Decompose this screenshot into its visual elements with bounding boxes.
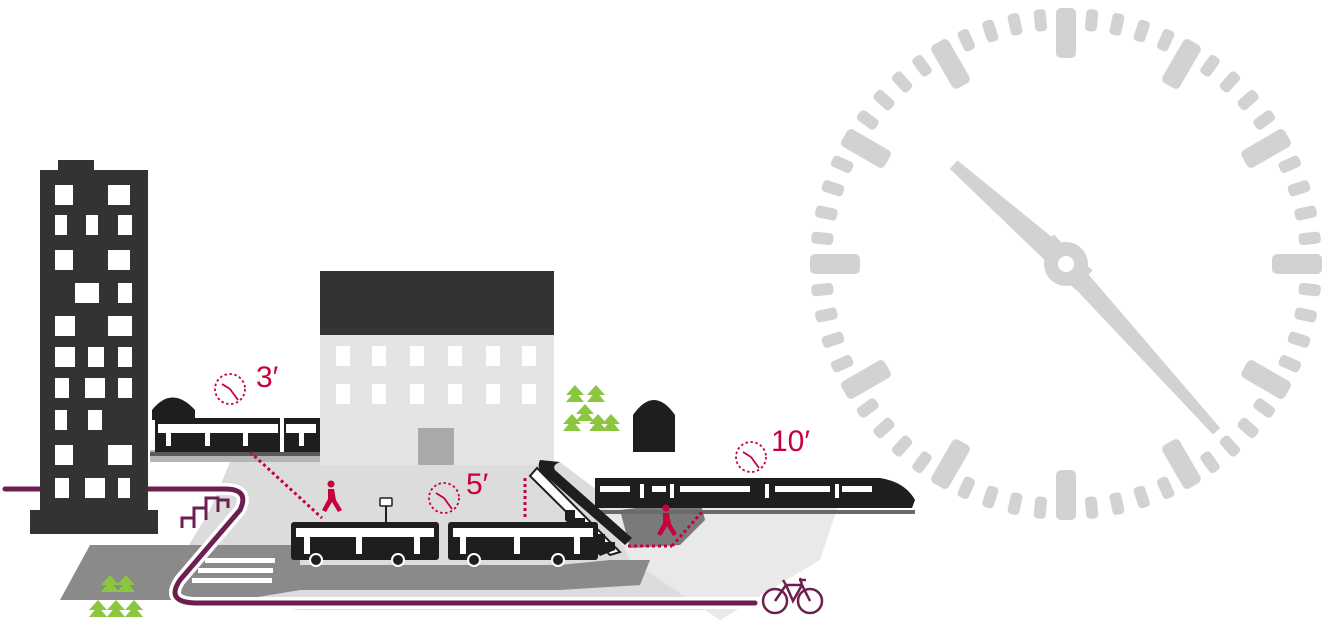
stopwatch-icon (215, 374, 245, 404)
clock-hour-mark (1056, 470, 1076, 520)
clock-minute-mark (956, 28, 976, 53)
clock-minute-mark (1199, 53, 1222, 78)
clock-hour-mark (810, 254, 860, 274)
clock-minute-mark (855, 109, 880, 132)
tunnel-icon (633, 400, 675, 452)
clock-minute-mark (1218, 434, 1242, 458)
clock-minute-mark (890, 70, 914, 94)
tunnel-icon (152, 398, 195, 421)
clock-minute-mark (1218, 70, 1242, 94)
stopwatch-icon (736, 442, 766, 472)
clock-minute-mark (1287, 331, 1312, 349)
bus-transfer-time: 5′ (466, 468, 489, 501)
town-house-icon (320, 271, 554, 465)
clock-minute-mark (1199, 450, 1222, 475)
clock-minute-mark (1033, 496, 1047, 519)
clock-minute-mark (1236, 88, 1260, 112)
clock-minute-mark (1252, 109, 1277, 132)
clock-minute-mark (911, 450, 934, 475)
clock-icon (810, 8, 1322, 520)
clock-hub-center (1058, 256, 1074, 272)
clock-minute-mark (1133, 19, 1151, 44)
clock-minute-mark (911, 53, 934, 78)
clock-hour-mark (1056, 8, 1076, 58)
clock-minute-mark (1007, 12, 1023, 36)
clock-minute-mark (1252, 397, 1277, 420)
clock-minute-mark (1084, 496, 1098, 519)
clock-minute-mark (1277, 154, 1302, 174)
clock-minute-mark (855, 397, 880, 420)
clock-minute-mark (872, 416, 896, 440)
clock-minute-mark (830, 154, 855, 174)
clock-minute-mark (981, 485, 999, 510)
tram-transfer-time: 3′ (256, 361, 279, 394)
clock-minute-mark (956, 475, 976, 500)
clock-minute-mark (1294, 205, 1318, 221)
clock-minute-mark (872, 88, 896, 112)
train-transfer-time: 10′ (771, 425, 810, 458)
clock-hour-mark (1272, 254, 1322, 274)
clock-minute-mark (1133, 485, 1151, 510)
clock-minute-mark (1156, 28, 1176, 53)
clock-minute-mark (890, 434, 914, 458)
clock-minute-mark (814, 307, 838, 323)
clock-minute-mark (1298, 282, 1321, 296)
clock-minute-mark (1294, 307, 1318, 323)
clock-minute-mark (1156, 475, 1176, 500)
clock-minute-mark (830, 354, 855, 374)
clock-minute-mark (1236, 416, 1260, 440)
trees-icon (563, 385, 620, 431)
clock-minute-mark (1033, 9, 1047, 32)
clock-minute-mark (1084, 9, 1098, 32)
clock-minute-mark (1277, 354, 1302, 374)
clock-minute-mark (814, 205, 838, 221)
clock-minute-mark (1287, 179, 1312, 197)
clock-minute-mark (821, 179, 846, 197)
clock-minute-mark (1007, 492, 1023, 516)
clock-minute-mark (981, 19, 999, 44)
clock-minute-mark (1109, 12, 1125, 36)
clock-minute-mark (1109, 492, 1125, 516)
bus-icon (448, 522, 598, 566)
clock-minute-mark (1298, 231, 1321, 245)
clock-minute-mark (811, 282, 834, 296)
bus-icon (291, 522, 439, 566)
clock-minute-mark (821, 331, 846, 349)
tower-block-icon (30, 160, 158, 534)
clock-hands (945, 155, 1225, 439)
tram-icon (150, 414, 320, 456)
clock-minute-mark (811, 231, 834, 245)
